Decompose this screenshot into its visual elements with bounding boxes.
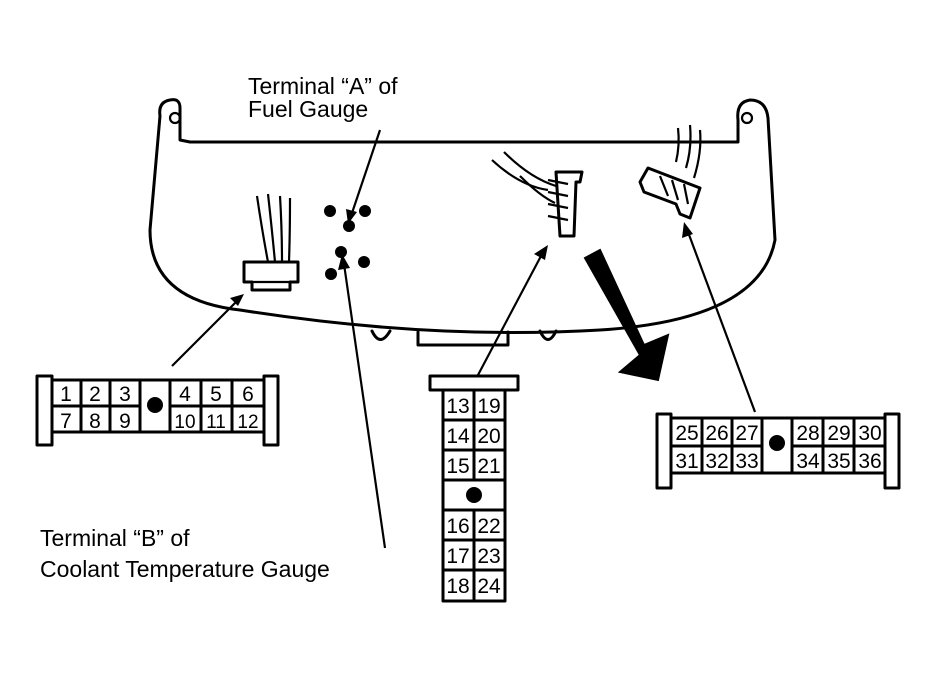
pin-label: 33 — [735, 450, 758, 473]
terminal-a-dot — [343, 220, 355, 232]
connector-right: 25 26 27 28 29 30 31 32 33 34 35 36 — [655, 412, 901, 490]
pin-label: 31 — [675, 450, 698, 473]
pin-label: 34 — [796, 450, 820, 473]
terminal-a-label-line2: Fuel Gauge — [248, 96, 368, 122]
pin-label: 23 — [477, 545, 500, 568]
leader-lines — [171, 129, 757, 549]
pin-label: 19 — [477, 395, 500, 418]
pin-label: 9 — [119, 410, 131, 433]
pin-label: 8 — [89, 410, 101, 433]
pin-label: 7 — [60, 410, 72, 433]
pin-label: 26 — [705, 422, 728, 445]
pin-label: 36 — [858, 450, 881, 473]
middle-plug — [491, 151, 584, 238]
pin-label: 15 — [446, 455, 469, 478]
pin-label: 32 — [705, 450, 728, 473]
terminal-a-label-line1: Terminal “A” of — [248, 73, 398, 99]
pin-label: 5 — [210, 383, 222, 406]
pin-label: 24 — [477, 575, 501, 598]
pin-label: 21 — [477, 455, 500, 478]
left-plug — [242, 193, 300, 292]
connector-key-dot — [769, 435, 785, 451]
gauge-cluster-housing — [148, 98, 777, 347]
pin-label: 14 — [446, 425, 470, 448]
terminal-b-dot — [335, 246, 347, 258]
terminal-b-label-line1: Terminal “B” of — [40, 525, 190, 551]
pin-label: 22 — [477, 515, 500, 538]
pin-label: 12 — [237, 412, 258, 433]
terminal-dot — [325, 268, 337, 280]
right-plug — [638, 124, 702, 220]
connector-key-dot — [147, 397, 163, 413]
connector-left: 1 2 3 4 5 6 7 8 9 10 11 12 — [35, 374, 280, 447]
terminal-b-label-line2: Coolant Temperature Gauge — [40, 556, 330, 582]
terminal-dot — [324, 205, 336, 217]
pin-label: 2 — [89, 383, 101, 406]
pin-label: 27 — [735, 422, 758, 445]
pin-label: 28 — [796, 422, 819, 445]
connector-middle: 13 14 15 16 17 18 19 20 21 22 23 24 — [428, 374, 520, 603]
pin-label: 35 — [827, 450, 850, 473]
pin-label: 4 — [179, 383, 191, 406]
pin-label: 1 — [60, 383, 72, 406]
pin-label: 18 — [446, 575, 469, 598]
pin-label: 17 — [446, 545, 469, 568]
pin-label: 30 — [858, 422, 881, 445]
pin-label: 13 — [446, 395, 469, 418]
gauge-terminals — [324, 205, 371, 280]
pin-label: 10 — [174, 412, 195, 433]
pin-label: 6 — [242, 383, 254, 406]
pin-label: 3 — [119, 383, 131, 406]
pin-label: 29 — [827, 422, 850, 445]
connector-key-dot — [466, 487, 482, 503]
pin-label: 25 — [675, 422, 698, 445]
pin-label: 11 — [206, 412, 226, 433]
pin-label: 16 — [446, 515, 469, 538]
pin-label: 20 — [477, 425, 500, 448]
direction-arrow — [583, 248, 670, 382]
terminal-dot — [359, 205, 371, 217]
terminal-dot — [358, 256, 370, 268]
